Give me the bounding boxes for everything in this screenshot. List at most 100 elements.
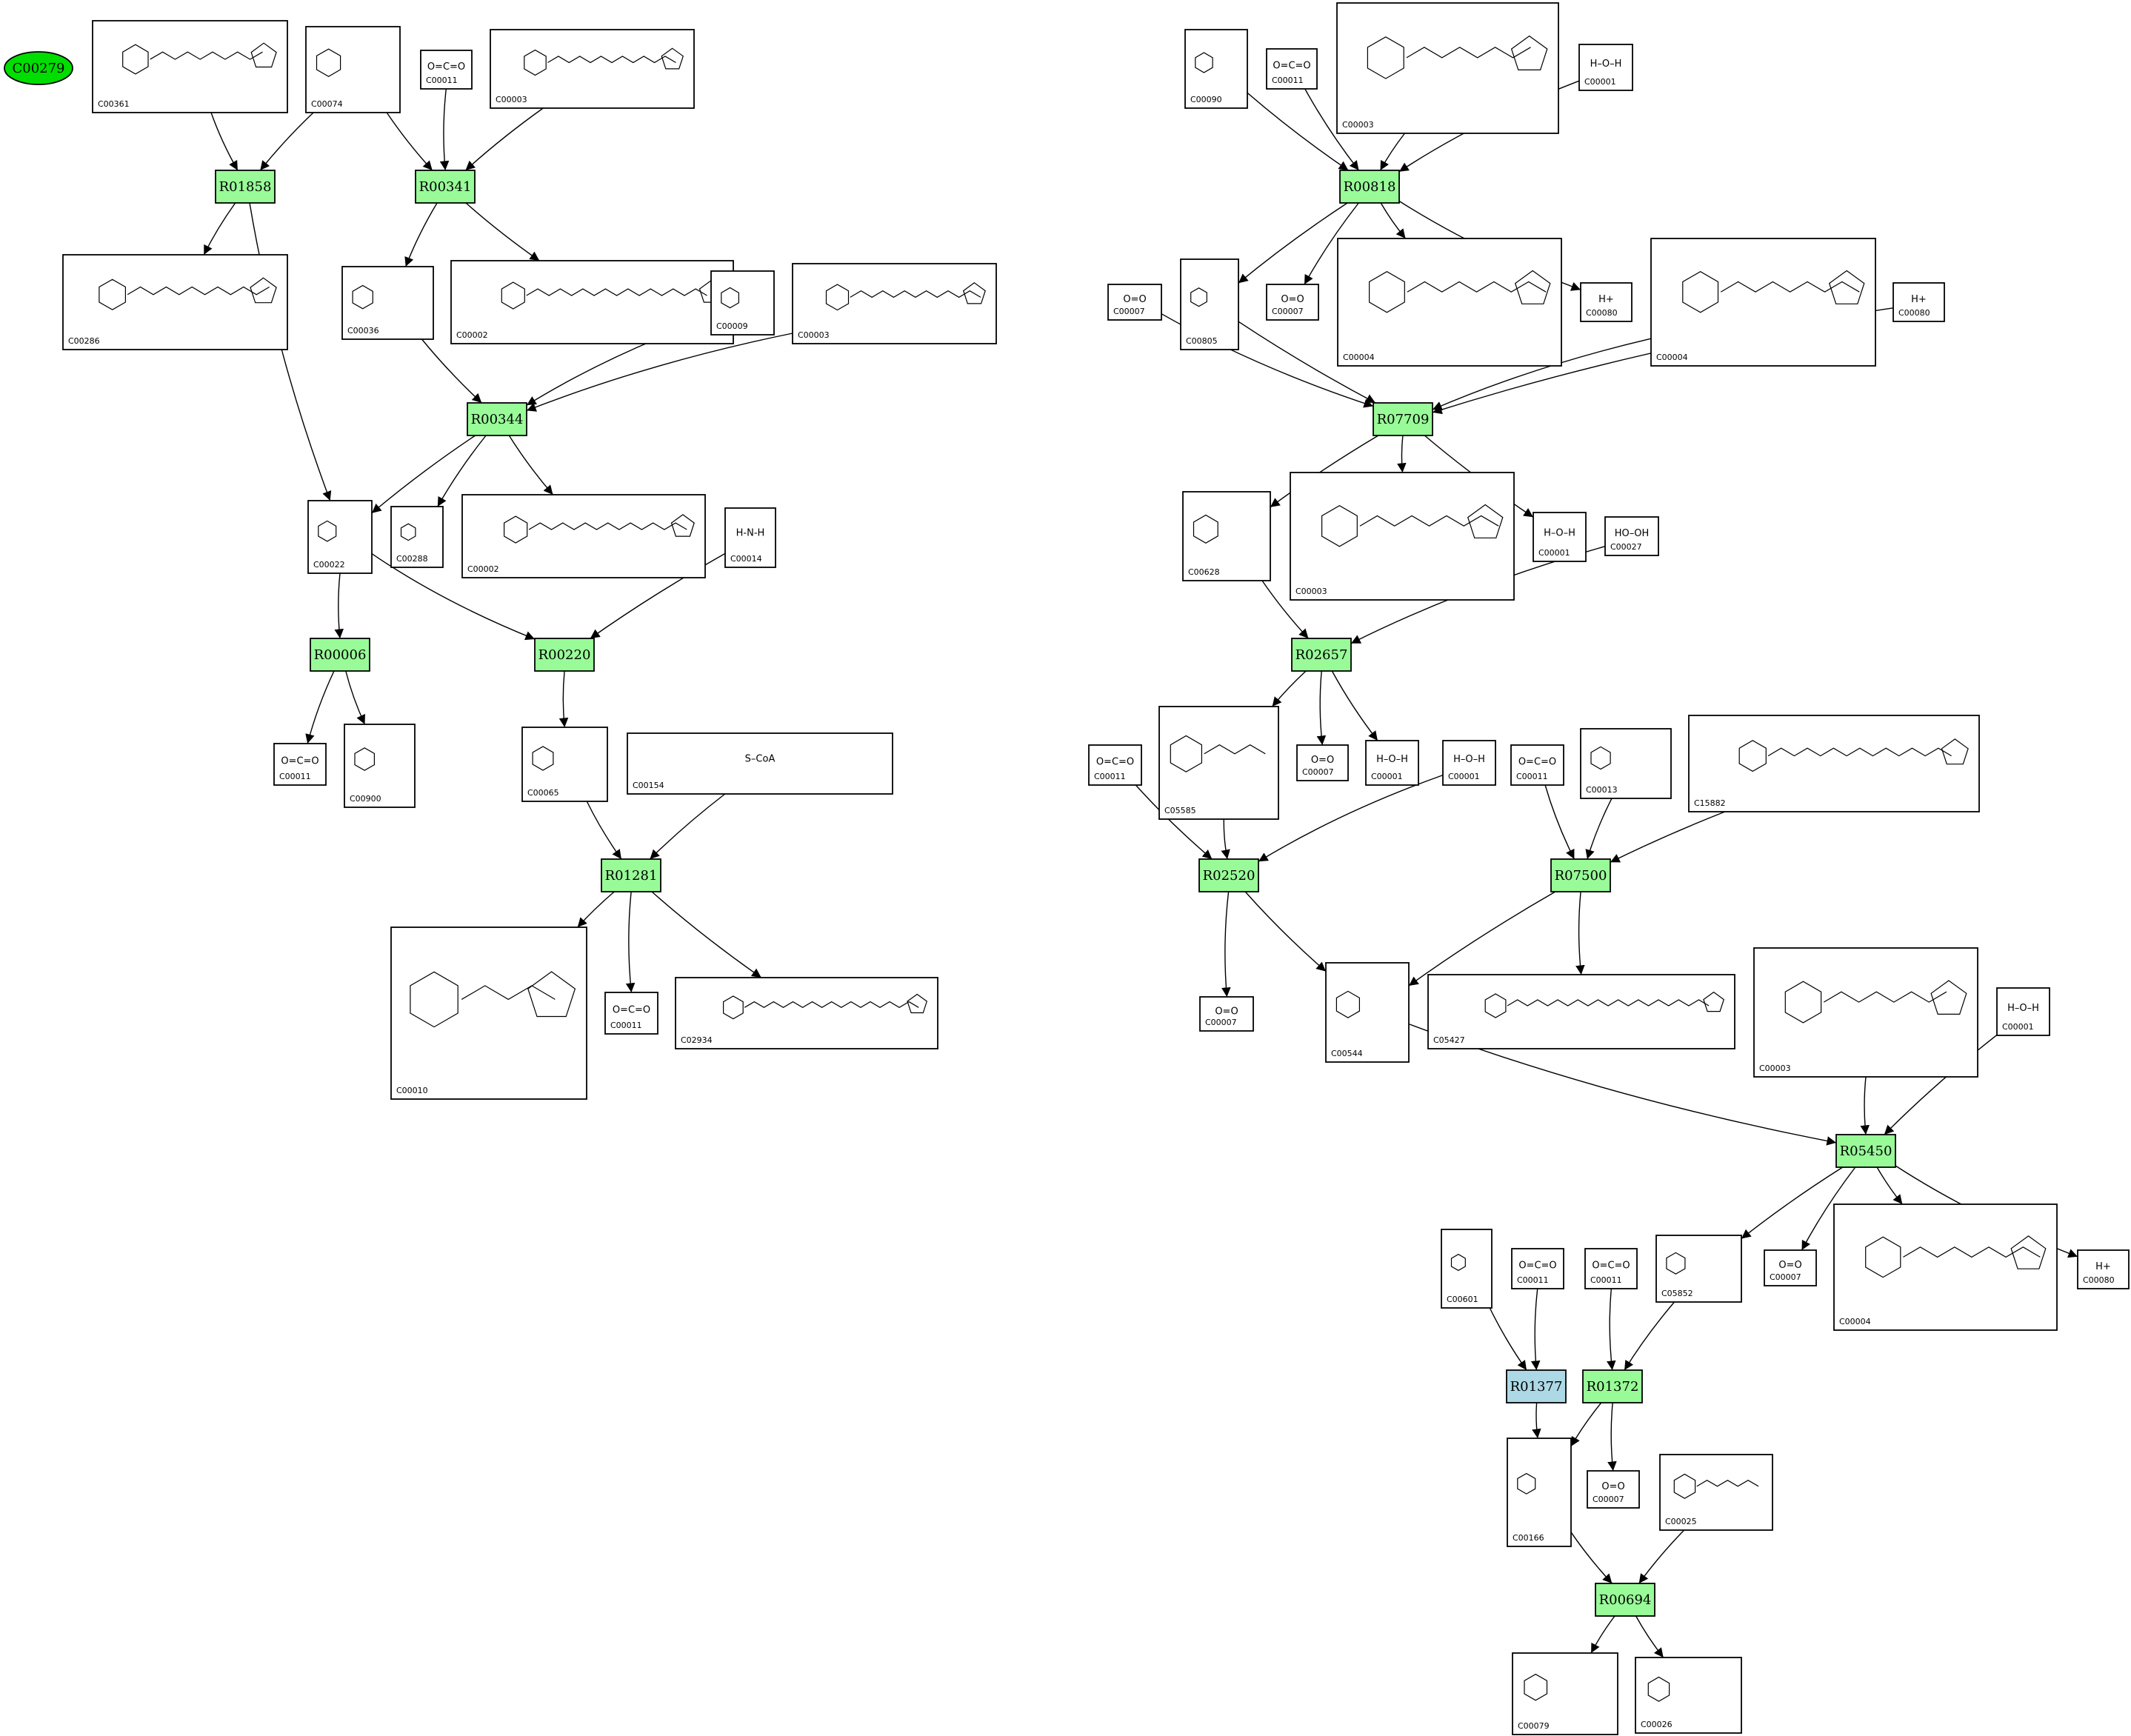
molecule-formula: H–O–H <box>1376 754 1408 765</box>
structure-icon <box>722 993 928 1020</box>
reaction-node-r07709[interactable]: R07709 <box>1373 402 1433 436</box>
compound-node-c00361[interactable]: C00361 <box>92 20 288 113</box>
reaction-node-r01281[interactable]: R01281 <box>601 858 661 892</box>
structure-icon <box>721 287 740 309</box>
compound-id-label: C00065 <box>527 788 559 798</box>
compound-node-c00036[interactable]: C00036 <box>341 266 434 340</box>
compound-node-c00002[interactable]: C00002 <box>461 494 706 578</box>
compound-box <box>1635 1657 1742 1734</box>
compound-node-c00079[interactable]: C00079 <box>1512 1652 1618 1735</box>
structure-icon <box>1193 514 1218 544</box>
compound-node-c00090[interactable]: C00090 <box>1184 29 1248 109</box>
compound-node-c00805[interactable]: C00805 <box>1180 258 1239 350</box>
reaction-node-r01377[interactable]: R01377 <box>1506 1369 1567 1403</box>
reaction-node-r00006[interactable]: R00006 <box>310 638 370 672</box>
compound-node-c02934[interactable]: C02934 <box>675 977 938 1049</box>
reaction-node-r00220[interactable]: R00220 <box>534 638 595 672</box>
reaction-node-r02520[interactable]: R02520 <box>1198 858 1259 892</box>
edge-R05450-c00007_e <box>1801 1166 1856 1251</box>
compound-node-c00080[interactable]: H+C00080 <box>2077 1249 2130 1289</box>
compound-node-c00009[interactable]: C00009 <box>710 270 775 335</box>
reaction-node-r00818[interactable]: R00818 <box>1339 170 1400 204</box>
compound-id-label: C00011 <box>279 772 311 781</box>
edge-R00344-c00022 <box>371 435 476 514</box>
compound-node-c00074[interactable]: C00074 <box>305 26 401 113</box>
reaction-node-r00341[interactable]: R00341 <box>415 170 476 204</box>
compound-id-label: C00011 <box>1516 772 1548 781</box>
reaction-node-r02657[interactable]: R02657 <box>1291 638 1352 672</box>
compound-node-c00003[interactable]: C00003 <box>1753 947 1978 1078</box>
reaction-node-r05450[interactable]: R05450 <box>1835 1134 1896 1168</box>
compound-box <box>390 506 444 568</box>
molecule-formula: O=C=O <box>1096 757 1134 768</box>
compound-node-c00166[interactable]: C00166 <box>1507 1438 1572 1547</box>
compound-node-c00022[interactable]: C00022 <box>307 500 373 574</box>
compound-node-c00003[interactable]: C00003 <box>1336 2 1559 134</box>
compound-node-c00004[interactable]: C00004 <box>1337 238 1562 367</box>
reaction-node-r00344[interactable]: R00344 <box>467 402 527 436</box>
compound-box <box>2077 1249 2130 1289</box>
compound-node-c00288[interactable]: C00288 <box>390 506 444 568</box>
compound-node-c00628[interactable]: C00628 <box>1182 491 1271 581</box>
reaction-node-r00694[interactable]: R00694 <box>1595 1583 1655 1617</box>
compound-node-c00601[interactable]: C00601 <box>1441 1229 1493 1309</box>
compound-node-c00003[interactable]: C00003 <box>792 263 997 344</box>
compound-node-c00080[interactable]: H+C00080 <box>1892 282 1945 322</box>
reaction-box <box>1582 1369 1643 1403</box>
compound-node-c00080[interactable]: H+C00080 <box>1580 282 1633 322</box>
compound-node-c00286[interactable]: C00286 <box>62 254 288 350</box>
compound-node-c00025[interactable]: C00025 <box>1659 1454 1773 1531</box>
compound-node-c00026[interactable]: C00026 <box>1635 1657 1742 1734</box>
compound-node-c00004[interactable]: C00004 <box>1650 238 1876 367</box>
compound-box <box>1533 512 1587 562</box>
reaction-id-label: R00694 <box>1599 1592 1652 1608</box>
compound-node-c05585[interactable]: C05585 <box>1158 706 1279 820</box>
compound-node-c00003[interactable]: C00003 <box>490 29 695 109</box>
compound-node-c00003[interactable]: C00003 <box>1290 472 1515 601</box>
compound-node-c00002[interactable]: C00002 <box>450 260 734 344</box>
compound-node-c05427[interactable]: C05427 <box>1427 974 1735 1049</box>
compound-node-c00004[interactable]: C00004 <box>1833 1203 2058 1331</box>
compound-id-label: C02934 <box>681 1035 713 1045</box>
compound-node-c05852[interactable]: C05852 <box>1655 1235 1742 1303</box>
compound-node-c00544[interactable]: C00544 <box>1325 962 1410 1063</box>
compound-box <box>1336 2 1559 134</box>
compound-node-c00013[interactable]: C00013 <box>1580 728 1672 799</box>
compound-node-c00900[interactable]: C00900 <box>344 724 416 808</box>
compound-node-c00010[interactable]: C00010 <box>390 927 587 1100</box>
reaction-node-r01372[interactable]: R01372 <box>1582 1369 1643 1403</box>
edge-c00025-R00694 <box>1638 1529 1685 1584</box>
structure-icon <box>1190 287 1207 307</box>
edge-c00166-R00694 <box>1570 1532 1613 1584</box>
root-compound-node[interactable] <box>4 51 73 85</box>
compound-node-c00065[interactable]: C00065 <box>521 727 608 802</box>
edge-R07709-c00003_d <box>1397 435 1407 473</box>
molecule-formula: O=C=O <box>613 1005 650 1016</box>
edge-R00220-c00065 <box>558 670 569 728</box>
reaction-node-r01858[interactable]: R01858 <box>215 170 276 204</box>
compound-node-c15882[interactable]: C15882 <box>1688 715 1980 812</box>
reaction-node-r07500[interactable]: R07500 <box>1550 858 1611 892</box>
